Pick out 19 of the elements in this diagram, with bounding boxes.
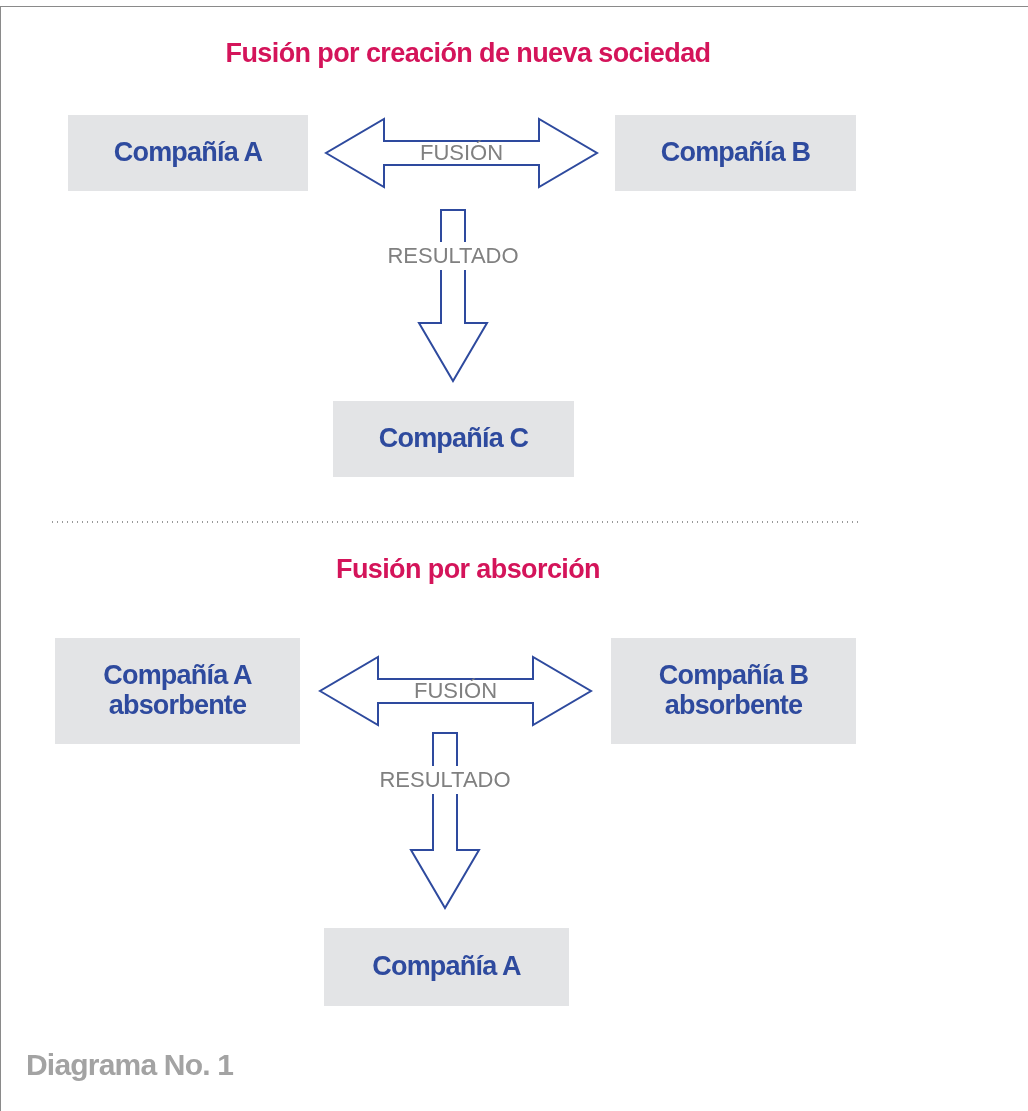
company-box [611,638,856,744]
block-arrow [318,655,593,727]
company-box [68,115,308,191]
company-name: Compañía B [660,138,811,168]
company-name: Compañía A absorbente [102,661,253,721]
block-arrow [324,117,599,189]
company-name: Compañía C [378,424,529,454]
edge-label: FUSIÓN [418,139,505,167]
company-box [324,928,569,1006]
company-name: Compañía B absorbente [657,661,810,721]
diagram-caption: Diagrama No. 1 [26,1048,234,1082]
company-box [55,638,300,744]
company-name: Compañía A [372,952,521,982]
company-name: Compañía A [113,138,263,168]
edge-label: FUSIÓN [412,677,499,705]
company-box [615,115,856,191]
company-box [333,401,574,477]
section-heading: Fusión por absorción [335,554,601,585]
section-heading: Fusión por creación de nueva sociedad [224,38,712,69]
